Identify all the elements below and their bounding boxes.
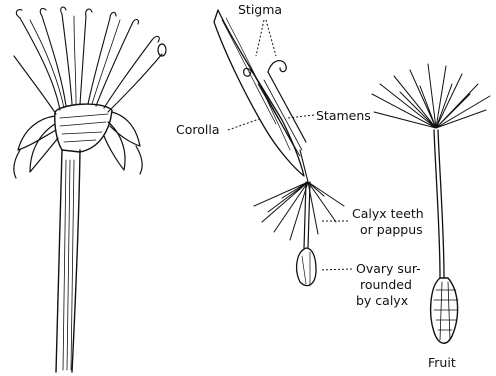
label-stigma: Stigma — [238, 2, 282, 17]
label-calyx-line2: or pappus — [360, 222, 423, 237]
label-calyx-line1: Calyx teeth — [352, 206, 424, 221]
label-fruit: Fruit — [428, 355, 456, 370]
label-ovary-line2: rounded — [360, 277, 412, 292]
label-ovary-line1: Ovary sur- — [356, 261, 421, 276]
label-corolla: Corolla — [176, 122, 220, 137]
label-ovary-line3: by calyx — [356, 293, 408, 308]
single-floret — [214, 10, 344, 286]
label-stamens: Stamens — [316, 108, 371, 123]
flower-head-section — [14, 7, 166, 372]
